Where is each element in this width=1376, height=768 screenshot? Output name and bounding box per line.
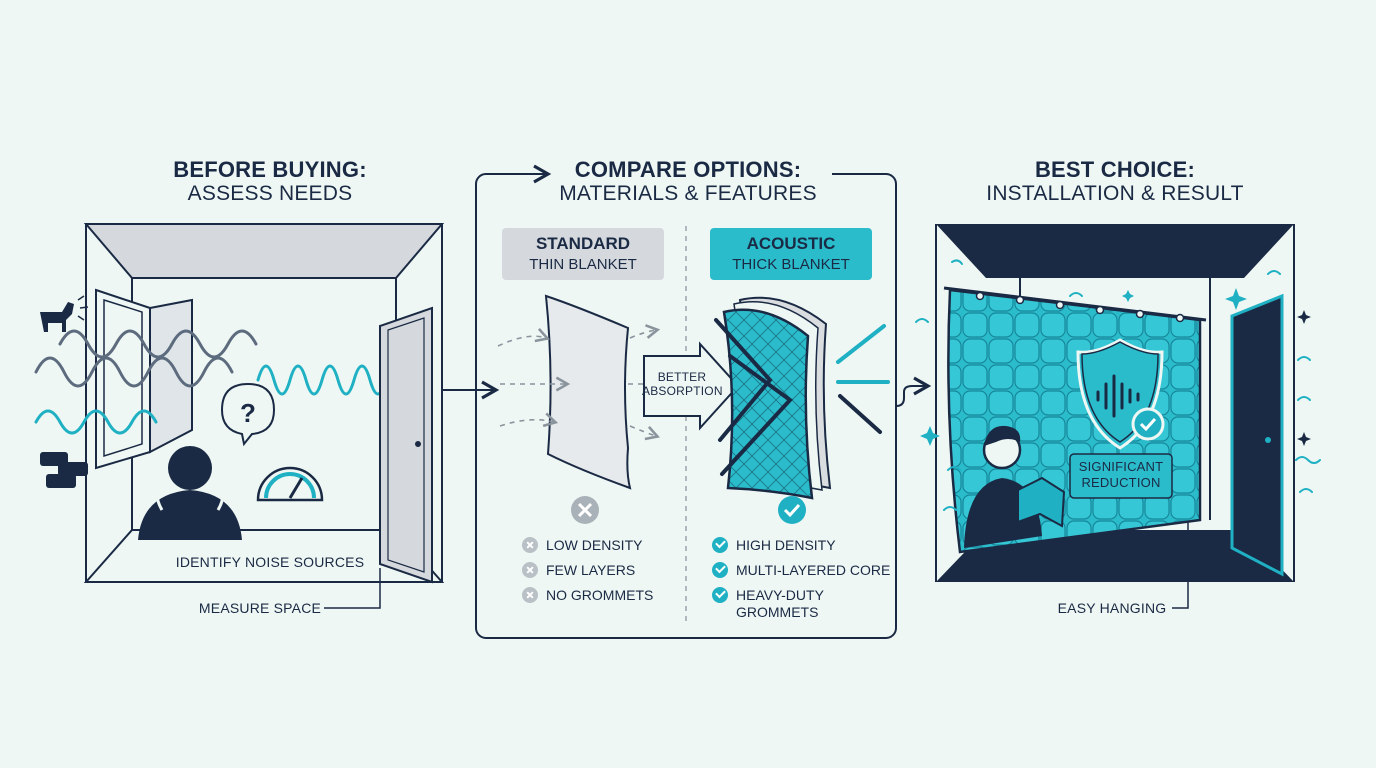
door-before xyxy=(379,306,433,584)
acoustic-feature-2: MULTI-LAYERED CORE xyxy=(712,562,890,578)
feature-text: MULTI-LAYERED CORE xyxy=(736,562,891,578)
sparkle-decorations xyxy=(920,288,1311,446)
question-bubble-icon: ? xyxy=(220,382,276,447)
best-title: BEST CHOICE: xyxy=(1034,157,1196,182)
x-mark-icon xyxy=(571,496,599,524)
reading-person xyxy=(964,425,1066,548)
standard-feature-3: NO GROMMETS xyxy=(522,587,653,603)
result-badge-line2: REDUCTION xyxy=(1081,475,1161,490)
cars-icon xyxy=(40,452,88,488)
check-circle-icon xyxy=(712,587,728,603)
acoustic-feature-1: HIGH DENSITY xyxy=(712,537,836,553)
feature-text: FEW LAYERS xyxy=(546,562,636,578)
better-absorption-line1: BETTER xyxy=(657,370,707,384)
feature-text: NO GROMMETS xyxy=(546,587,654,603)
standard-feature-1: LOW DENSITY xyxy=(522,537,642,553)
door-after xyxy=(1230,293,1284,577)
standard-desc: THIN BLANKET xyxy=(529,256,637,273)
dog-icon xyxy=(40,295,89,332)
absorbed-sound-arrows xyxy=(714,318,890,476)
measure-connector xyxy=(324,568,381,609)
acoustic-name: ACOUSTIC xyxy=(746,234,836,253)
thin-blanket xyxy=(544,294,632,490)
x-circle-icon xyxy=(522,537,538,553)
flow-arrow-2 xyxy=(895,376,932,407)
feature-text: HEAVY-DUTY xyxy=(736,587,824,603)
acoustic-feature-3: HEAVY-DUTY xyxy=(712,587,824,603)
better-absorption-arrow xyxy=(643,341,740,431)
sound-pass-arrows xyxy=(497,324,665,441)
result-badge-bg xyxy=(1069,453,1173,499)
check-circle-icon xyxy=(712,537,728,553)
label-measure-space: MEASURE SPACE xyxy=(198,600,322,616)
acoustic-feature-3-cont: GROMMETS xyxy=(736,604,819,620)
thick-blanket xyxy=(722,296,832,500)
best-subtitle: INSTALLATION & RESULT xyxy=(986,182,1244,205)
compare-title: COMPARE OPTIONS: xyxy=(574,157,802,182)
vibration-lines xyxy=(915,259,1321,511)
before-title: BEFORE BUYING: xyxy=(173,157,367,182)
standard-badge: STANDARD THIN BLANKET xyxy=(502,228,664,280)
sound-meter-icon xyxy=(256,466,324,502)
x-circle-icon xyxy=(522,587,538,603)
feature-text: LOW DENSITY xyxy=(546,537,643,553)
label-easy-hanging: EASY HANGING xyxy=(1057,600,1167,616)
standard-name: STANDARD xyxy=(535,234,631,253)
stressed-person xyxy=(138,446,242,540)
svg-text:?: ? xyxy=(240,398,256,428)
acoustic-badge: ACOUSTIC THICK BLANKET xyxy=(710,228,872,280)
hanging-connector xyxy=(1172,522,1189,609)
compare-frame xyxy=(475,173,897,639)
x-circle-icon xyxy=(522,562,538,578)
noise-waves xyxy=(34,329,404,435)
check-circle-icon xyxy=(712,562,728,578)
check-mark-icon xyxy=(778,496,806,524)
standard-feature-2: FEW LAYERS xyxy=(522,562,635,578)
room-before xyxy=(83,223,445,583)
better-absorption-label: BETTER ABSORPTION xyxy=(642,370,722,398)
shield-sound-icon xyxy=(1076,338,1165,450)
label-identify-noise: IDENTIFY NOISE SOURCES xyxy=(175,554,365,570)
better-absorption-line2: ABSORPTION xyxy=(642,384,723,398)
acoustic-desc: THICK BLANKET xyxy=(732,256,850,273)
grommets xyxy=(975,291,1185,323)
result-badge-line1: SIGNIFICANT xyxy=(1078,459,1164,474)
feature-text: HIGH DENSITY xyxy=(736,537,836,553)
result-badge: SIGNIFICANT REDUCTION xyxy=(1070,459,1172,491)
compare-subtitle: MATERIALS & FEATURES xyxy=(559,182,817,205)
before-subtitle: ASSESS NEEDS xyxy=(187,182,353,205)
